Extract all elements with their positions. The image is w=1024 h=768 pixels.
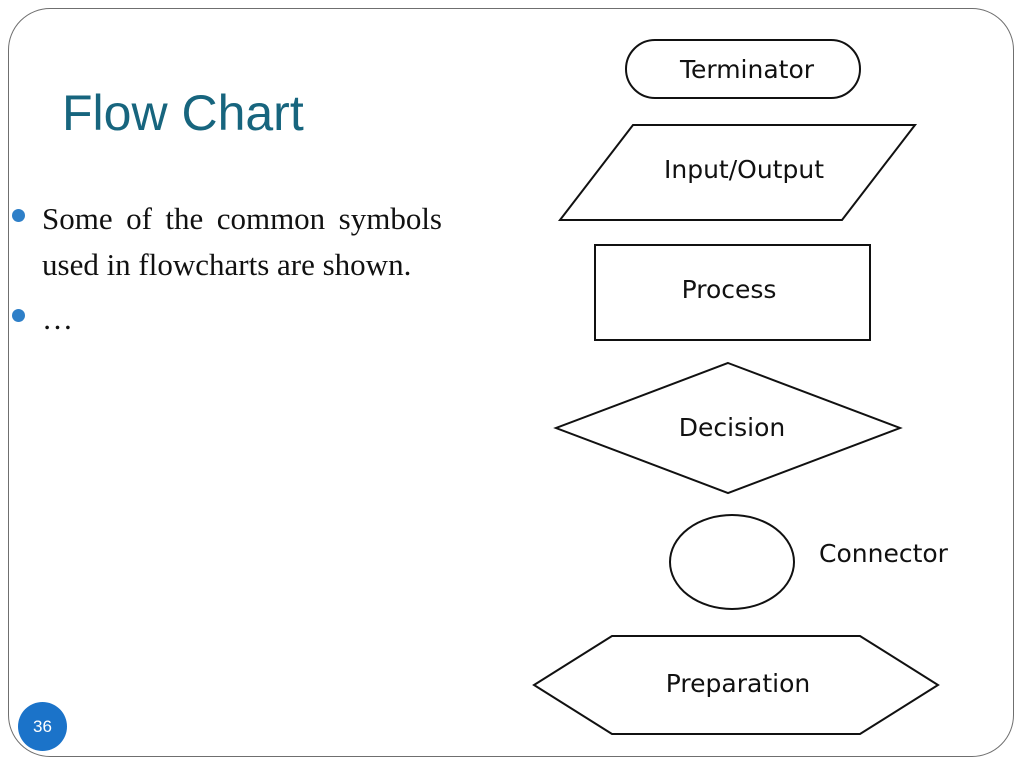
connector-label: Connector — [819, 539, 949, 568]
bullet-item: … — [12, 296, 442, 342]
input-output-symbol: Input/Output — [557, 124, 918, 221]
bullet-item: Some of the common symbols used in flowc… — [12, 196, 442, 288]
input-output-label: Input/Output — [664, 155, 824, 184]
process-symbol: Process — [594, 244, 871, 341]
process-shape — [594, 244, 871, 341]
bullet-dot-icon — [12, 309, 25, 322]
connector-shape — [669, 514, 795, 610]
terminator-symbol: Terminator — [625, 39, 861, 99]
decision-label: Decision — [679, 413, 785, 442]
preparation-shape — [532, 635, 940, 735]
decision-shape — [553, 361, 903, 495]
bullet-text: … — [42, 301, 73, 336]
bullet-text: Some of the common symbols used in flowc… — [42, 201, 442, 282]
slide-title: Flow Chart — [62, 85, 304, 141]
page-number-badge: 36 — [18, 702, 67, 751]
connector-symbol: Connector — [669, 514, 949, 610]
process-label: Process — [682, 275, 777, 304]
input-output-shape — [557, 124, 918, 221]
decision-symbol: Decision — [553, 361, 903, 495]
bullet-dot-icon — [12, 209, 25, 222]
preparation-label: Preparation — [666, 669, 810, 698]
terminator-label: Terminator — [679, 55, 815, 84]
terminator-shape — [625, 39, 861, 99]
bullet-list: Some of the common symbols used in flowc… — [12, 196, 442, 350]
preparation-symbol: Preparation — [532, 635, 940, 735]
